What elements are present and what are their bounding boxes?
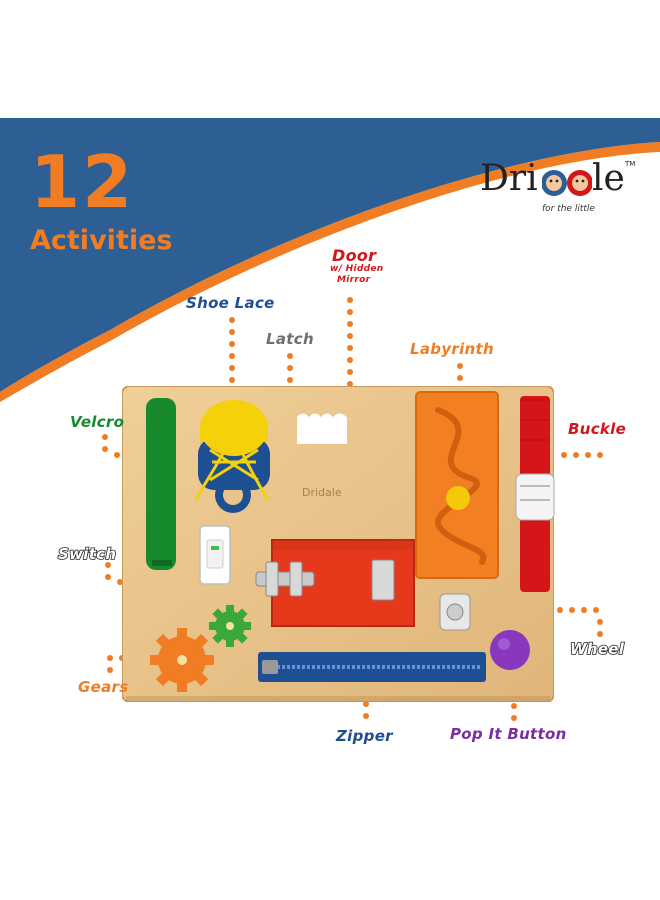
leader-buckle [561,452,603,458]
velcro-strip [146,398,176,570]
label-switch: Switch [57,544,117,564]
brand-tm: TM [625,160,636,168]
shoe-lace-item [194,400,270,513]
label-buckle: Buckle [568,420,627,438]
brand-face-icon [542,170,592,196]
light-switch-item [199,525,231,585]
label-door-sub2: Mirror [337,275,371,285]
label-door: Door [332,246,377,265]
label-latch: Latch [266,330,314,348]
label-zipper: Zipper [336,727,393,745]
brand-tagline: for the little [542,204,595,214]
label-pop-it: Pop It Button [450,725,567,743]
gears-item [150,605,251,692]
brand-name-right: le [592,158,625,199]
label-velcro: Velcro [70,413,125,431]
labyrinth-item [415,391,499,579]
buckle-item [515,396,555,592]
label-labyrinth: Labyrinth [410,340,494,358]
brand-logo: Dri le TM for the little [480,158,650,218]
board-mark: Dridale [302,486,342,499]
wheel-item [439,593,471,631]
latch-item [255,559,395,601]
pop-it-item [490,630,530,670]
headline-word: Activities [30,225,173,256]
label-door-sub1: w/ Hidden [330,264,384,274]
label-wheel: Wheel [569,639,625,659]
label-gears: Gears [78,678,129,696]
headline-number: 12 [30,140,135,224]
label-shoe-lace: Shoe Lace [186,294,275,312]
brand-name-left: Dri [480,158,538,199]
zipper-item [258,652,486,682]
